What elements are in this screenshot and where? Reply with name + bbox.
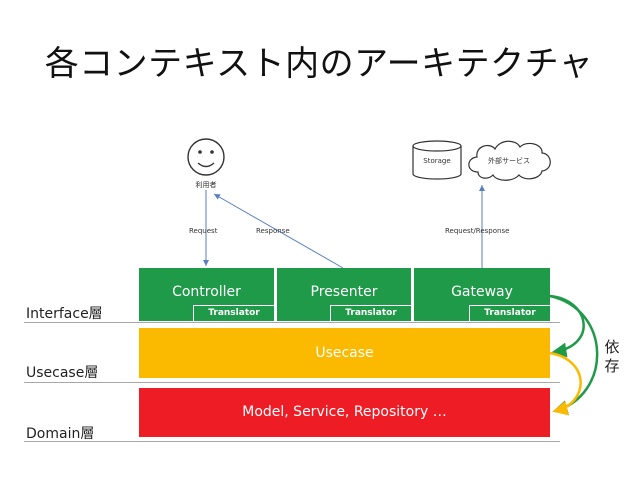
external-service-label: 外部サービス bbox=[488, 157, 530, 165]
controller-translator: Translator bbox=[193, 305, 274, 321]
domain-layer-label: Domain層 bbox=[26, 426, 95, 442]
request-response-label: Request/Response bbox=[445, 227, 510, 235]
user-label: 利用者 bbox=[195, 181, 217, 189]
request-label: Request bbox=[189, 227, 218, 235]
storage-icon bbox=[412, 140, 462, 180]
external-service-cloud-icon bbox=[468, 140, 551, 181]
storage-label: Storage bbox=[423, 157, 451, 165]
domain-layer-divider bbox=[24, 441, 560, 442]
dependency-arrow-usecase-domain bbox=[549, 351, 582, 416]
response-arrow bbox=[213, 193, 344, 269]
gateway-label: Gateway bbox=[451, 284, 513, 300]
usecase-layer-divider bbox=[24, 382, 560, 383]
presenter-box: Presenter Translator bbox=[277, 268, 411, 321]
interface-layer-divider bbox=[24, 322, 560, 323]
interface-layer-label: Interface層 bbox=[26, 306, 103, 322]
gateway-translator: Translator bbox=[469, 305, 550, 321]
dependency-label: 依存 bbox=[604, 338, 620, 375]
gateway-box: Gateway Translator bbox=[414, 268, 550, 321]
presenter-label: Presenter bbox=[310, 284, 378, 300]
page-title: 各コンテキスト内のアーキテクチャ bbox=[44, 44, 594, 84]
controller-label: Controller bbox=[172, 284, 241, 300]
response-label: Response bbox=[256, 227, 290, 235]
domain-box: Model, Service, Repository … bbox=[139, 388, 550, 437]
usecase-layer-label: Usecase層 bbox=[26, 365, 99, 381]
user-face-icon bbox=[187, 138, 225, 176]
controller-box: Controller Translator bbox=[139, 268, 274, 321]
dependency-arrow-interface-usecase bbox=[549, 294, 585, 358]
presenter-translator: Translator bbox=[330, 305, 411, 321]
usecase-box: Usecase bbox=[139, 328, 550, 378]
